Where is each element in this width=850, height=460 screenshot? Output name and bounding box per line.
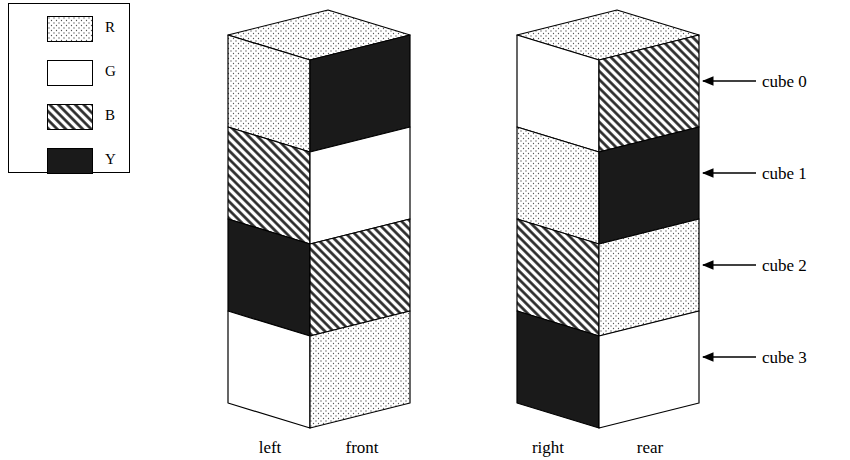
cube-label: cube 0 [762,73,807,90]
legend-swatch [47,16,93,42]
cube-face [517,311,599,428]
leader-arrow [703,80,756,81]
legend-swatch [47,104,93,130]
legend: R G B Y [8,3,130,173]
legend-entry: B [9,104,129,130]
view-label: rear [637,439,663,456]
legend-entry: G [9,60,129,86]
swatch-pattern [48,105,92,129]
cube-face [228,311,310,428]
legend-text: Y [105,152,116,167]
cube-tower [517,10,699,428]
cube-tower [228,10,410,428]
swatch-pattern [48,17,92,41]
legend-text: G [105,64,116,79]
view-label: right [532,439,564,456]
view-label: left [259,439,282,456]
legend-entry: Y [9,148,129,174]
cube-face [599,311,699,428]
legend-swatch [47,60,93,86]
leader-arrow [703,264,756,265]
view-label: front [345,439,378,456]
leader-arrow [703,356,756,357]
cube-label: cube 3 [762,349,807,366]
legend-text: R [105,20,115,35]
cube-label: cube 1 [762,165,807,182]
legend-entry: R [9,16,129,42]
leader-arrow [703,172,756,173]
legend-text: B [105,108,115,123]
cube-face [310,311,410,428]
legend-swatch [47,148,93,174]
cube-label: cube 2 [762,257,807,274]
